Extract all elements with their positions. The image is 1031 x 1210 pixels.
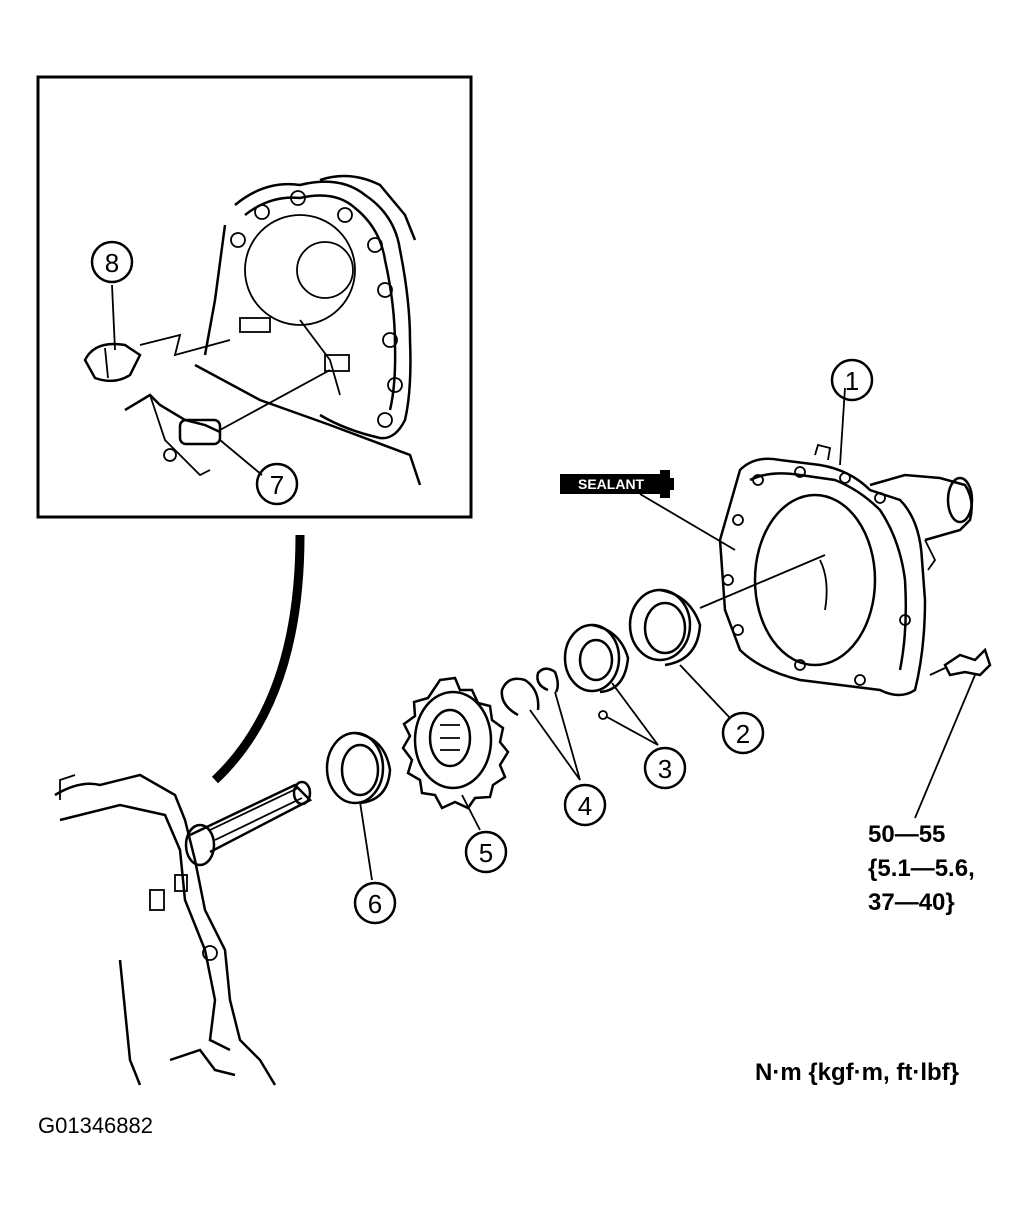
leader-3b <box>606 716 659 746</box>
svg-text:4: 4 <box>578 791 592 821</box>
part-2-bearing <box>628 588 702 667</box>
leader-7 <box>219 439 263 476</box>
alignment-line <box>699 554 826 609</box>
svg-text:5: 5 <box>479 838 493 868</box>
part-8-shift-shoe <box>83 333 231 383</box>
output-shaft <box>184 780 313 867</box>
callout-7: 7 <box>255 462 299 506</box>
inset-detail <box>36 75 473 519</box>
unit-note: N·m {kgf·m, ft·lbf} <box>755 1059 959 1086</box>
callout-1: 1 <box>830 358 874 402</box>
svg-text:3: 3 <box>658 754 672 784</box>
leader-4b <box>554 691 581 781</box>
part-1-extension-housing <box>718 443 974 697</box>
leader-torque <box>914 674 976 819</box>
leader-1 <box>839 387 846 466</box>
torque-line-1: 50—55 <box>868 821 945 848</box>
sealant-label: SEALANT <box>578 476 645 492</box>
inset-connector <box>211 534 305 784</box>
svg-text:6: 6 <box>368 889 382 919</box>
leader-sealant <box>639 493 736 551</box>
part-5-gear <box>401 676 510 810</box>
part-7-shift-rod <box>124 369 331 477</box>
svg-text:2: 2 <box>736 719 750 749</box>
part-3-bearing <box>563 623 630 720</box>
leader-5 <box>461 794 481 831</box>
leader-6 <box>359 801 373 881</box>
callout-5: 5 <box>464 830 508 874</box>
torque-line-3: 37—40} <box>868 889 955 916</box>
callout-6: 6 <box>353 881 397 925</box>
leader-2 <box>679 664 731 719</box>
part-6-seal <box>325 731 392 805</box>
leader-4a <box>529 709 581 781</box>
transmission-case <box>54 773 277 1086</box>
part-4-snap-rings <box>500 667 559 717</box>
bolt <box>929 647 992 677</box>
torque-spec: 50—55 {5.1—5.6, 37—40} <box>868 821 975 916</box>
callout-8: 8 <box>90 240 134 284</box>
leader-8 <box>111 284 116 351</box>
leader-3a <box>611 682 659 746</box>
svg-text:1: 1 <box>845 366 859 396</box>
svg-text:8: 8 <box>105 248 119 278</box>
torque-line-2: {5.1—5.6, <box>868 855 975 882</box>
callout-2: 2 <box>721 711 765 755</box>
callout-4: 4 <box>563 783 607 827</box>
sealant-tube-icon: SEALANT <box>560 470 674 498</box>
callout-3: 3 <box>643 746 687 790</box>
svg-text:7: 7 <box>270 470 284 500</box>
inset-housing <box>194 174 422 486</box>
figure-code: G01346882 <box>38 1113 153 1138</box>
